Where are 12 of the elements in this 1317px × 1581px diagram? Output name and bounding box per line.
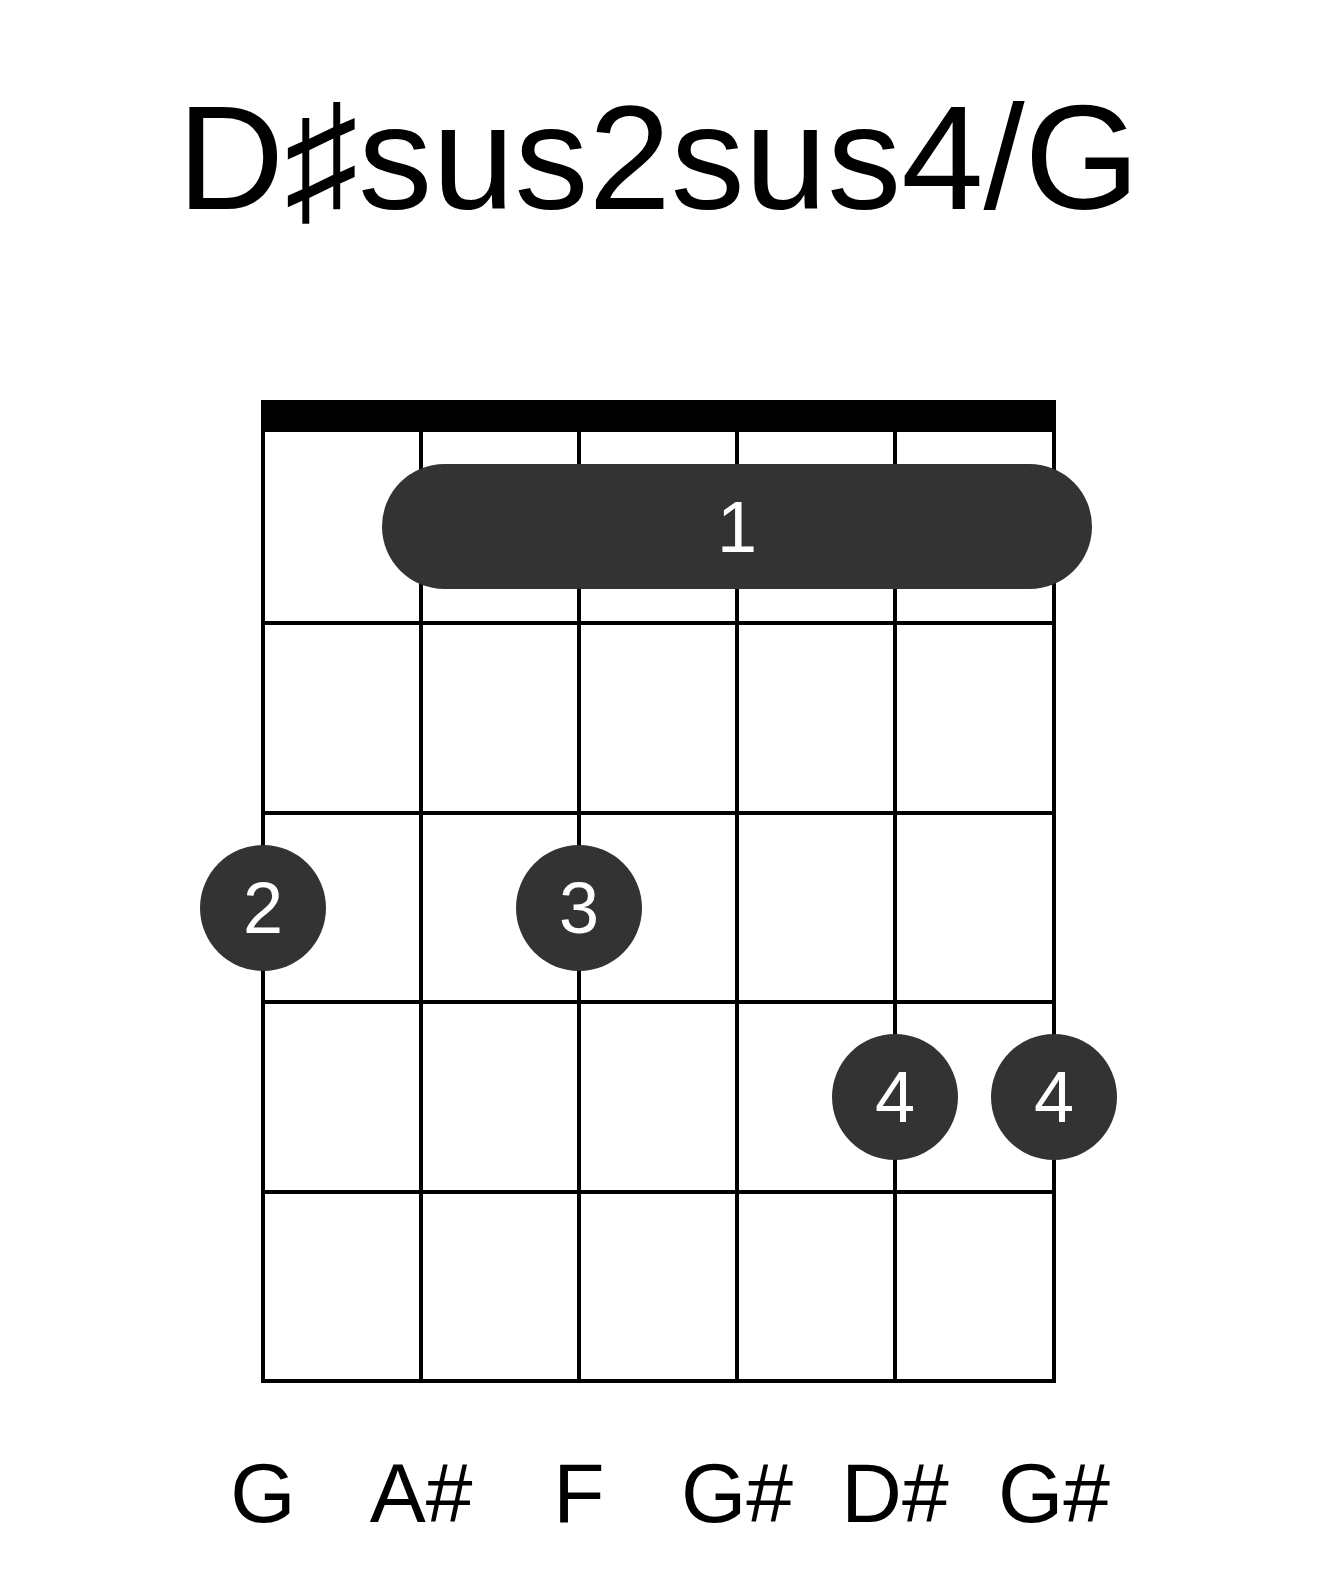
barre-marker: 1 [382, 464, 1092, 589]
string-note-label: G# [680, 1445, 794, 1541]
chord-title: D♯sus2sus4/G [176, 78, 1141, 238]
string-note-label: A# [369, 1445, 473, 1541]
finger-dot: 4 [991, 1034, 1117, 1160]
finger-dot: 4 [832, 1034, 958, 1160]
finger-dot: 3 [516, 845, 642, 971]
string-note-label: G [230, 1445, 296, 1541]
string-note-label: F [553, 1445, 605, 1541]
string-note-label: D# [841, 1445, 949, 1541]
string-note-label: G# [997, 1445, 1111, 1541]
finger-dot: 2 [200, 845, 326, 971]
